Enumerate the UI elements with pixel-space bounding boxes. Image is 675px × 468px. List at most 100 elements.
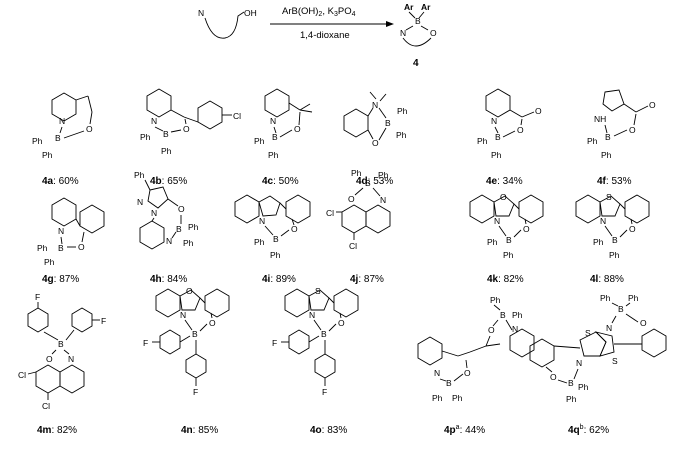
atom-o: O bbox=[183, 124, 190, 134]
atom-b: B bbox=[365, 178, 371, 188]
atom-o: O bbox=[535, 106, 542, 116]
atom-n: N bbox=[309, 310, 315, 320]
atom-f: F bbox=[35, 292, 40, 302]
atom-o: O bbox=[209, 318, 216, 328]
atom-ph: Ph bbox=[487, 237, 498, 247]
general-product: Ar Ar B N O 4 bbox=[400, 2, 437, 69]
atom-o: O bbox=[46, 354, 53, 364]
atom-ph: Ph bbox=[593, 237, 604, 247]
atom-o: O bbox=[338, 318, 345, 328]
atom-o: O bbox=[372, 138, 379, 148]
caption-4m: 4m: 82% bbox=[37, 425, 77, 436]
compound-captions: 4a: 60% 4b: 65% 4c: 50% 4d: 53% 4e: 34% … bbox=[37, 176, 632, 436]
atom-cl: Cl bbox=[42, 401, 50, 411]
atom-n: N bbox=[259, 216, 265, 226]
atom-b: B bbox=[385, 118, 391, 128]
atom-n: N bbox=[166, 236, 172, 246]
product-number: 4 bbox=[413, 58, 419, 69]
atom-b: B bbox=[273, 234, 279, 244]
atom-ph: Ph bbox=[268, 150, 279, 160]
atom-ph: Ph bbox=[512, 310, 523, 320]
atom-ph: Ph bbox=[432, 393, 443, 403]
atom-o: O bbox=[178, 204, 185, 214]
reaction-arrow-head bbox=[386, 21, 394, 27]
atom-o: O bbox=[78, 242, 85, 252]
atom-o: O bbox=[550, 372, 557, 382]
atom-o: O bbox=[488, 325, 495, 335]
atom-n: N bbox=[151, 116, 157, 126]
compound-4c-structure: N B O Ph Ph bbox=[254, 88, 313, 160]
compound-4a-structure: N B O Ph Ph bbox=[32, 92, 93, 160]
atom-ph: Ph bbox=[587, 136, 598, 146]
compound-4b-structure: Cl N B O Ph Ph bbox=[140, 88, 241, 156]
atom-ph: Ph bbox=[503, 250, 514, 260]
atom-b: B bbox=[55, 133, 61, 143]
compound-4k-structure: O N B O Ph Ph bbox=[469, 192, 544, 260]
atom-n: N bbox=[68, 354, 74, 364]
atom-n: N bbox=[59, 116, 65, 126]
atom-b: B bbox=[321, 329, 327, 339]
product-b: B bbox=[415, 16, 421, 26]
product-ar-1: Ar bbox=[404, 2, 414, 12]
compound-4j-structure: B Ph Ph O N Cl Cl bbox=[326, 168, 391, 251]
atom-cl: Cl bbox=[349, 241, 357, 251]
atom-s: S bbox=[606, 192, 612, 202]
atom-s: S bbox=[315, 286, 321, 296]
starting-material: N OH bbox=[198, 8, 257, 39]
compound-4e-structure: O N B O Ph Ph bbox=[477, 88, 542, 160]
atom-ph: Ph bbox=[491, 150, 502, 160]
compound-4o-structure: S N B O F F bbox=[272, 286, 359, 397]
atom-n: N bbox=[512, 324, 518, 334]
atom-ph: Ph bbox=[134, 170, 145, 180]
caption-4n: 4n: 85% bbox=[181, 425, 218, 436]
atom-n: N bbox=[137, 197, 143, 207]
atom-ph: Ph bbox=[490, 295, 501, 305]
atom-cl: Cl bbox=[326, 208, 334, 218]
atom-n: N bbox=[180, 310, 186, 320]
atom-b: B bbox=[446, 378, 452, 388]
atom-n: N bbox=[606, 323, 612, 333]
caption-4l: 4l: 88% bbox=[590, 274, 624, 285]
compound-4f-structure: NH O B O Ph Ph bbox=[587, 89, 656, 160]
caption-4q: 4qb: 62% bbox=[568, 424, 609, 436]
atom-o: O bbox=[517, 125, 524, 135]
atom-ph: Ph bbox=[601, 150, 612, 160]
atom-ph: Ph bbox=[452, 393, 463, 403]
product-n: N bbox=[400, 28, 406, 38]
compound-4d-structure: N B O Ph Ph bbox=[343, 91, 408, 148]
reaction-arrow-group: ArB(OH)2, K3PO4 1,4-dioxane bbox=[270, 6, 394, 41]
atom-ph: Ph bbox=[32, 136, 43, 146]
compound-4m-structure: F F B O N Cl Cl bbox=[18, 292, 106, 411]
atom-n: N bbox=[151, 208, 157, 218]
atom-ph: Ph bbox=[397, 106, 408, 116]
atom-o: O bbox=[86, 124, 93, 134]
atom-ph: Ph bbox=[42, 150, 53, 160]
atom-o: O bbox=[649, 100, 656, 110]
atom-b: B bbox=[495, 132, 501, 142]
atom-ph: Ph bbox=[140, 132, 151, 142]
atom-o: O bbox=[523, 224, 530, 234]
atom-b: B bbox=[506, 235, 512, 245]
caption-4g: 4g: 87% bbox=[42, 274, 79, 285]
atom-b: B bbox=[605, 132, 611, 142]
atom-n: N bbox=[576, 358, 582, 368]
caption-4p: 4pa: 44% bbox=[444, 424, 485, 436]
atom-f: F bbox=[272, 338, 277, 348]
atom-o: O bbox=[500, 192, 507, 202]
atom-ph: Ph bbox=[396, 130, 407, 140]
atom-n: N bbox=[600, 216, 606, 226]
caption-4i: 4i: 89% bbox=[262, 274, 296, 285]
atom-ph: Ph bbox=[628, 293, 639, 303]
compound-4n-structure: O N B O F F bbox=[143, 286, 230, 397]
atom-ph: Ph bbox=[609, 250, 620, 260]
atom-b: B bbox=[163, 129, 169, 139]
atom-f: F bbox=[143, 338, 148, 348]
atom-b: B bbox=[58, 243, 64, 253]
atom-ph: Ph bbox=[477, 136, 488, 146]
atom-ph: Ph bbox=[566, 394, 577, 404]
atom-ph: Ph bbox=[44, 257, 55, 267]
reactant-n-atom: N bbox=[198, 8, 204, 18]
compound-4g-structure: N B O Ph Ph bbox=[37, 197, 105, 267]
atom-ph: Ph bbox=[254, 237, 265, 247]
atom-b: B bbox=[618, 304, 624, 314]
